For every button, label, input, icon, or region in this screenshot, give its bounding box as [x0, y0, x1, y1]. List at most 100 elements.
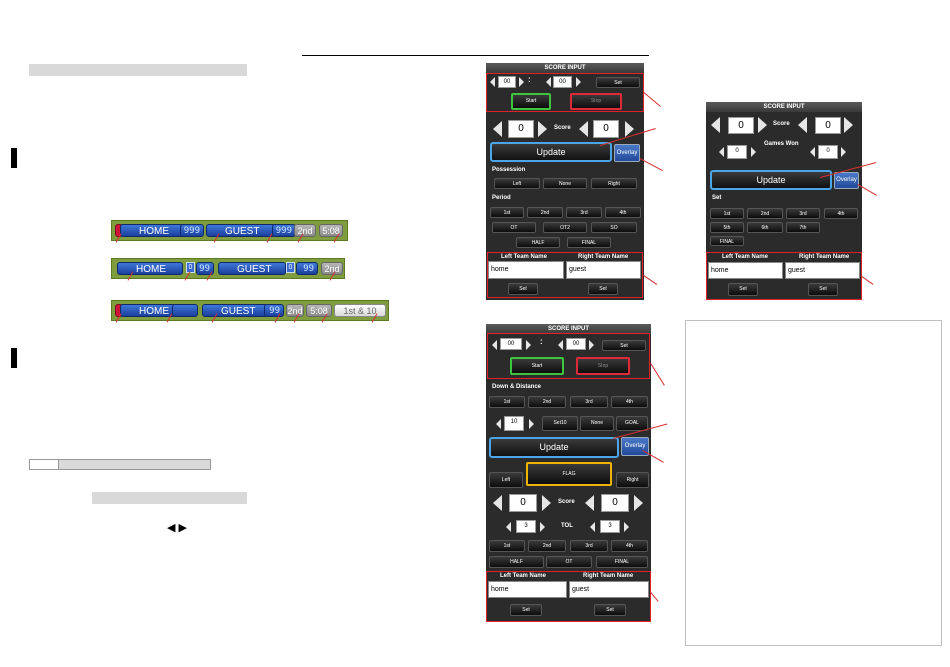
clock-sec-increment-icon[interactable] [576, 77, 581, 87]
so-button[interactable]: SO [591, 222, 637, 233]
set-3rd-button[interactable]: 3rd [786, 208, 820, 219]
left-games-increment-icon[interactable] [751, 147, 756, 157]
update-button[interactable]: Update [490, 142, 612, 162]
left-team-name-input[interactable]: home [708, 262, 783, 279]
right-score-increment-icon[interactable] [625, 121, 634, 137]
left-tol-field[interactable]: 3 [516, 520, 536, 533]
right-score-field[interactable]: 0 [601, 494, 629, 512]
down-3rd-button[interactable]: 3rd [570, 396, 608, 408]
flag-right-button[interactable]: Right [616, 472, 649, 488]
overlay-button[interactable]: Overlay [834, 172, 859, 189]
right-score-field[interactable]: 0 [815, 117, 841, 134]
distance-increment-icon[interactable] [529, 419, 534, 429]
clock-sec-increment-icon[interactable] [589, 340, 594, 350]
update-button[interactable]: Update [710, 170, 832, 190]
none-button[interactable]: None [580, 416, 614, 431]
clock-sec-field[interactable]: 00 [566, 338, 586, 350]
update-button[interactable]: Update [489, 437, 619, 458]
set-7th-button[interactable]: 7th [786, 222, 820, 233]
set10-button[interactable]: Set10 [542, 416, 578, 431]
right-tol-decrement-icon[interactable] [590, 522, 595, 532]
possession-left-button[interactable]: Left [494, 178, 540, 189]
right-team-name-input[interactable]: guest [569, 581, 649, 598]
final-button[interactable]: FINAL [710, 236, 744, 246]
clock-sec-decrement-icon[interactable] [558, 340, 563, 350]
half-button[interactable]: HALF [489, 556, 544, 568]
left-score-field[interactable]: 0 [509, 494, 537, 512]
period-2nd-button[interactable]: 2nd [527, 207, 563, 218]
clock-set-button[interactable]: Set [596, 77, 640, 88]
left-team-name-input[interactable]: home [488, 581, 567, 598]
final-button[interactable]: FINAL [596, 556, 648, 568]
left-team-set-button[interactable]: Set [508, 283, 538, 295]
quarter-2nd-button[interactable]: 2nd [528, 540, 566, 552]
clock-min-decrement-icon[interactable] [492, 340, 497, 350]
left-tol-increment-icon[interactable] [540, 522, 545, 532]
stop-button[interactable]: Stop [570, 93, 622, 110]
clock-sec-decrement-icon[interactable] [546, 77, 551, 87]
set-1st-button[interactable]: 1st [710, 208, 744, 219]
right-score-decrement-icon[interactable] [579, 121, 588, 137]
right-team-name-input[interactable]: guest [566, 261, 641, 279]
clock-min-decrement-icon[interactable] [490, 77, 495, 87]
right-score-decrement-icon[interactable] [585, 495, 594, 511]
start-button[interactable]: Start [511, 93, 551, 110]
left-score-field[interactable]: 0 [728, 117, 754, 134]
possession-none-button[interactable]: None [543, 178, 587, 189]
clock-min-increment-icon[interactable] [519, 77, 524, 87]
right-games-decrement-icon[interactable] [810, 147, 815, 157]
clock-min-increment-icon[interactable] [526, 340, 531, 350]
clock-min-field[interactable]: 00 [500, 338, 522, 350]
down-2nd-button[interactable]: 2nd [528, 396, 566, 408]
right-team-set-button[interactable]: Set [588, 283, 618, 295]
stop-button[interactable]: Stop [576, 357, 630, 375]
start-button[interactable]: Start [510, 357, 564, 375]
quarter-1st-button[interactable]: 1st [489, 540, 525, 552]
left-team-set-button[interactable]: Set [510, 604, 542, 616]
set-2nd-button[interactable]: 2nd [747, 208, 783, 219]
possession-right-button[interactable]: Right [591, 178, 637, 189]
right-team-set-button[interactable]: Set [808, 283, 838, 296]
left-score-increment-icon[interactable] [542, 495, 551, 511]
left-score-increment-icon[interactable] [758, 117, 767, 133]
right-score-field[interactable]: 0 [593, 120, 619, 138]
clock-sec-field[interactable]: 00 [553, 76, 572, 88]
flag-left-button[interactable]: Left [489, 472, 523, 488]
overlay-button[interactable]: Overlay [614, 144, 640, 162]
distance-field[interactable]: 10 [504, 416, 524, 431]
right-team-set-button[interactable]: Set [594, 604, 626, 616]
period-3rd-button[interactable]: 3rd [566, 207, 602, 218]
left-tol-decrement-icon[interactable] [506, 522, 511, 532]
left-team-set-button[interactable]: Set [728, 283, 758, 296]
down-4th-button[interactable]: 4th [611, 396, 648, 408]
left-games-field[interactable]: 0 [727, 145, 747, 159]
half-button[interactable]: HALF [516, 237, 560, 248]
left-team-name-input[interactable]: home [488, 261, 564, 279]
left-score-increment-icon[interactable] [538, 121, 547, 137]
overlay-button[interactable]: Overlay [621, 437, 649, 456]
distance-decrement-icon[interactable] [496, 419, 501, 429]
right-team-name-input[interactable]: guest [785, 262, 860, 279]
left-games-decrement-icon[interactable] [719, 147, 724, 157]
left-score-field[interactable]: 0 [508, 120, 534, 138]
final-button[interactable]: FINAL [567, 237, 611, 248]
ot-button[interactable]: OT [546, 556, 592, 568]
set-4th-button[interactable]: 4th [824, 208, 858, 219]
left-score-decrement-icon[interactable] [493, 121, 502, 137]
ot-button[interactable]: OT [492, 222, 536, 233]
quarter-4th-button[interactable]: 4th [611, 540, 648, 552]
right-tol-field[interactable]: 3 [600, 520, 620, 533]
period-1st-button[interactable]: 1st [490, 207, 524, 218]
right-tol-increment-icon[interactable] [624, 522, 629, 532]
right-games-field[interactable]: 0 [818, 145, 838, 159]
right-score-decrement-icon[interactable] [798, 117, 807, 133]
left-score-decrement-icon[interactable] [711, 117, 720, 133]
flag-button[interactable]: FLAG [526, 462, 612, 486]
right-score-increment-icon[interactable] [634, 495, 643, 511]
right-score-increment-icon[interactable] [844, 117, 853, 133]
ot2-button[interactable]: OT2 [543, 222, 587, 233]
period-4th-button[interactable]: 4th [605, 207, 641, 218]
clock-set-button[interactable]: Set [602, 340, 646, 351]
set-6th-button[interactable]: 6th [747, 222, 783, 233]
clock-min-field[interactable]: 00 [498, 76, 516, 88]
